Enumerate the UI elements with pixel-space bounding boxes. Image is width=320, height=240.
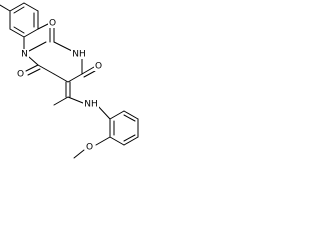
carbonyl-bonds — [25, 27, 96, 78]
para-methyl-bond — [0, 4, 11, 12]
enamine-side-chain — [53, 81, 111, 120]
nh-amine-label: NH — [84, 100, 98, 110]
o-methoxy-label: O — [86, 143, 93, 153]
atom-label-nh3: NH — [71, 49, 87, 60]
atom-label-o4: O — [94, 61, 103, 72]
molecule-diagram: N NH O O O NH O — [0, 2, 139, 159]
dimethylphenyl-ring — [9, 2, 39, 38]
aryl-methoxy-bond — [95, 136, 111, 146]
nh3-label: NH — [72, 50, 86, 60]
atom-label-o-methoxy: O — [85, 142, 94, 153]
o4-label: O — [95, 62, 102, 72]
pyrimidinetrione-ring — [28, 41, 83, 83]
o6-label: O — [17, 70, 24, 80]
methoxybenzyl-ring — [109, 110, 139, 146]
atom-label-nh-amine: NH — [83, 99, 99, 110]
atom-label-n1: N — [20, 49, 29, 60]
o2-label: O — [49, 19, 56, 29]
chemical-structure-canvas: N NH O O O NH O — [0, 0, 155, 166]
atom-label-o2: O — [48, 18, 57, 29]
methoxy-methyl-bond — [73, 149, 85, 159]
atom-label-o6: O — [16, 69, 25, 80]
n1-label: N — [21, 50, 28, 60]
